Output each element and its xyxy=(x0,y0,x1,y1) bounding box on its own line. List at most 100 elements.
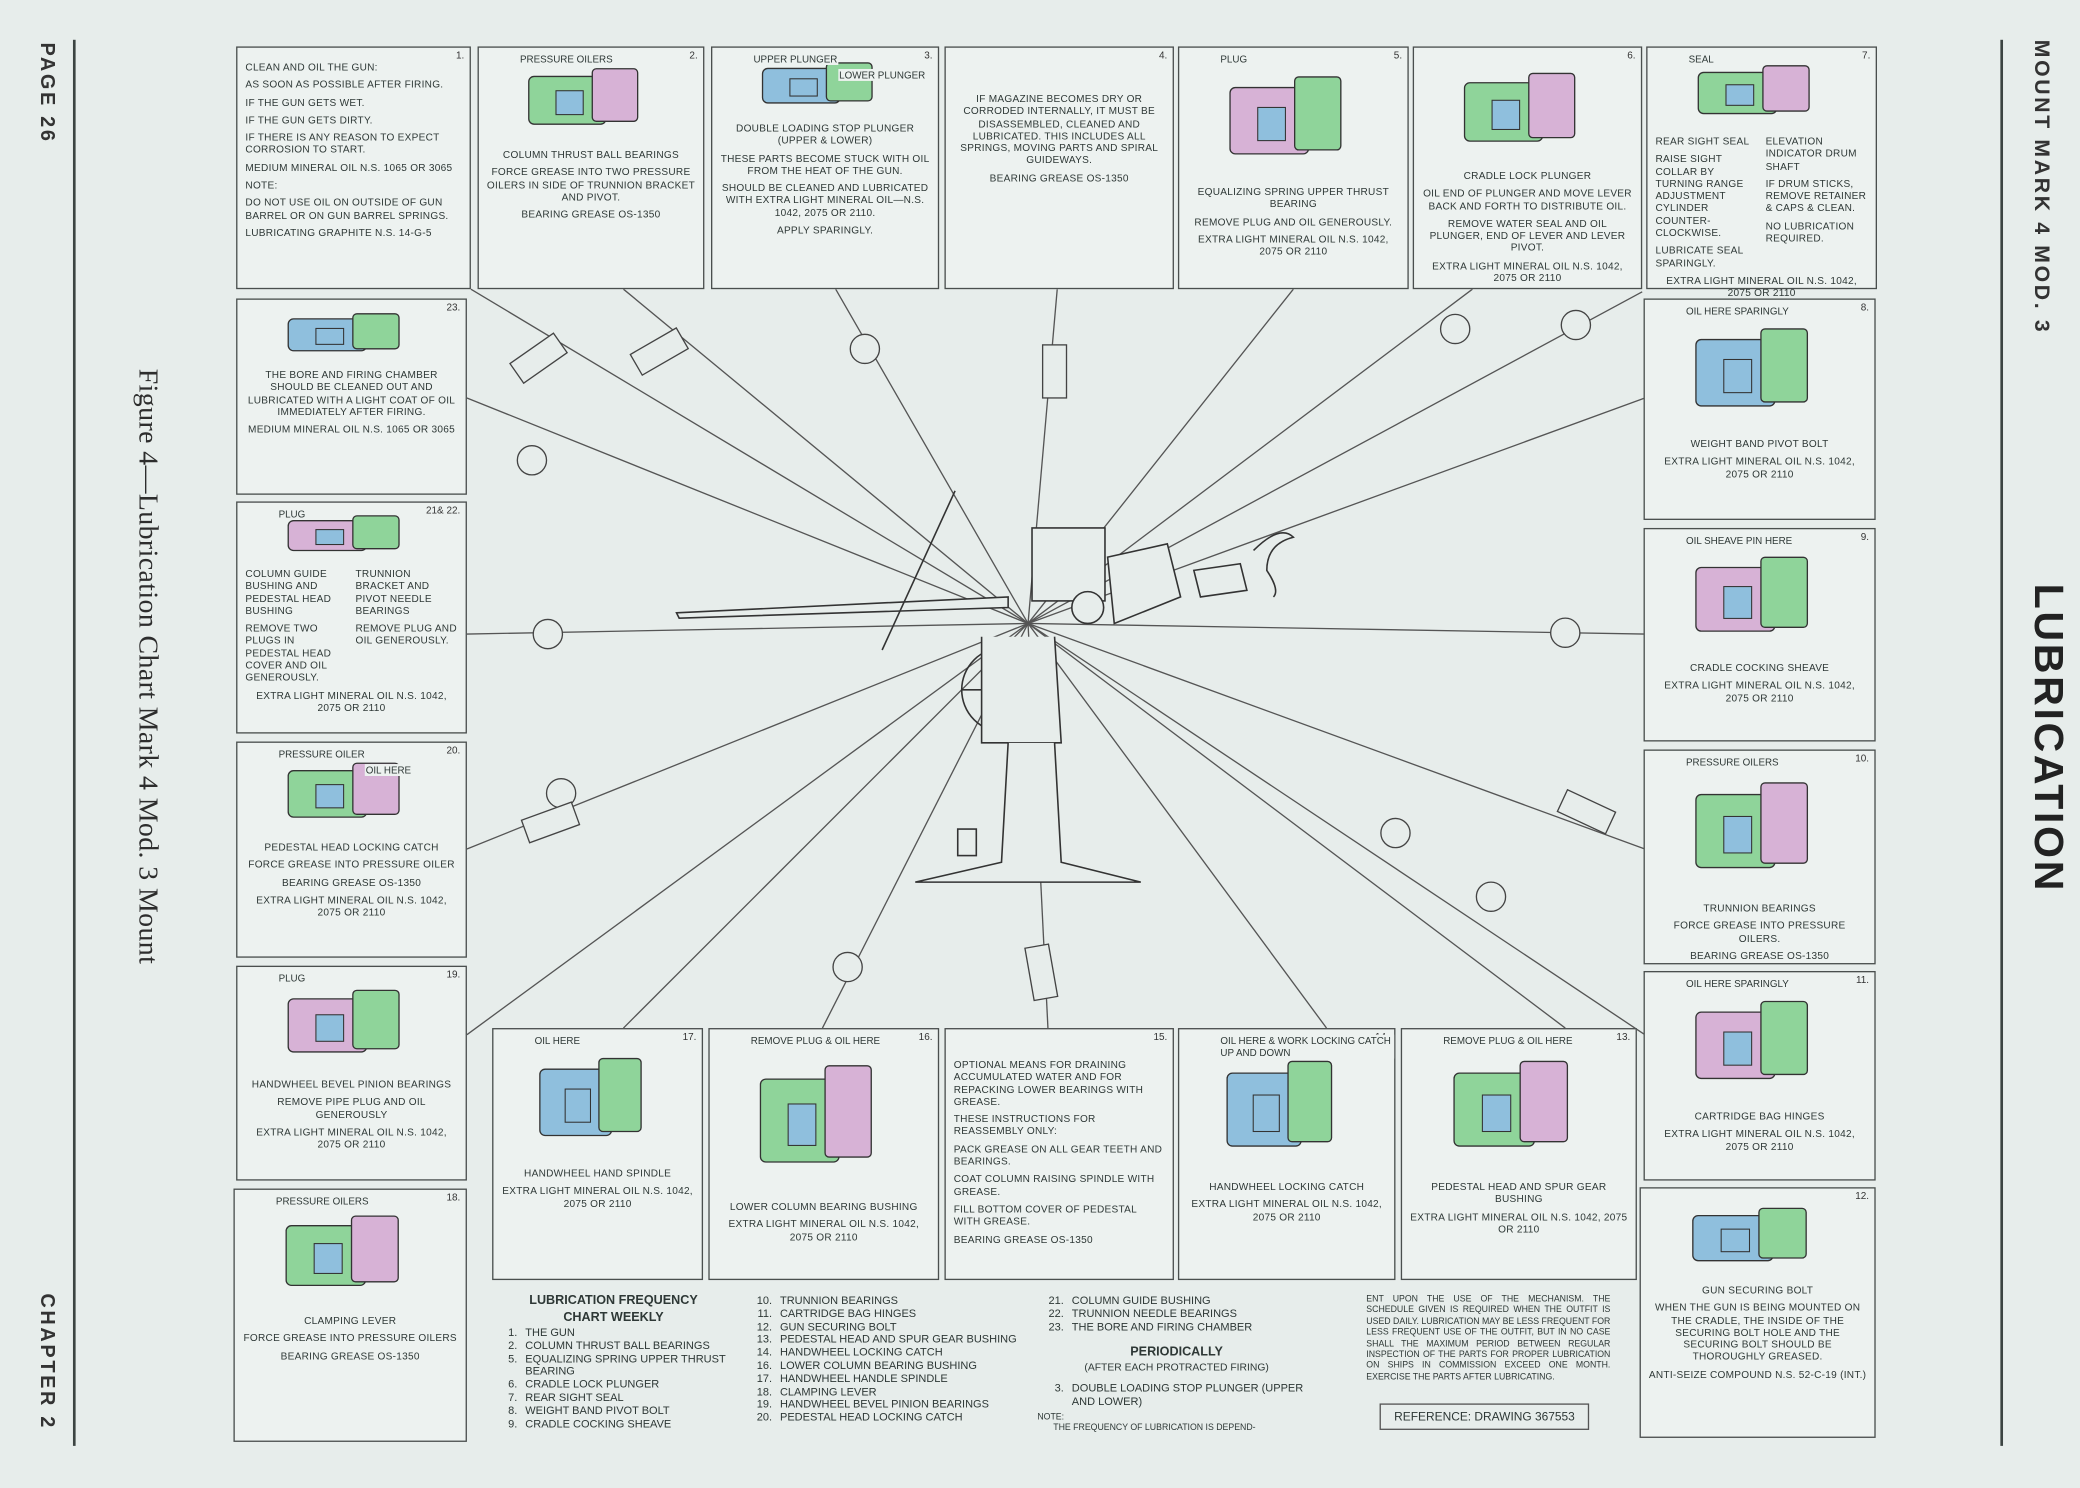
part-bearing xyxy=(315,529,345,546)
callout-label: OIL HERE SPARINGLY xyxy=(1684,977,1791,990)
panel-number: 21& 22. xyxy=(425,504,461,517)
item-text: CRADLE LOCK PLUNGER xyxy=(525,1377,660,1391)
part-component xyxy=(350,1215,399,1283)
part-bearing xyxy=(787,1103,817,1146)
callout-label: PRESSURE OILERS xyxy=(1684,756,1780,769)
trunnion-bracket xyxy=(980,636,1063,744)
item-number: 19. xyxy=(756,1397,773,1411)
reference-box xyxy=(1041,344,1068,399)
gun-breech xyxy=(1106,542,1182,625)
frequency-item: 6.CRADLE LOCK PLUNGER xyxy=(491,1377,736,1391)
part-illustration xyxy=(1695,328,1809,407)
panel-paragraph: REMOVE PLUG AND OIL GENEROUSLY. xyxy=(1194,215,1393,228)
part-bearing xyxy=(1252,1094,1280,1133)
panel-paragraph: EXTRA LIGHT MINERAL OIL N.S. 1042, 2075 … xyxy=(1432,259,1623,284)
part-bearing xyxy=(315,1014,345,1042)
pedestal-plate xyxy=(956,828,978,857)
item-text: PEDESTAL HEAD LOCKING CATCH xyxy=(779,1410,963,1424)
part-component xyxy=(1760,328,1809,403)
part-component xyxy=(1294,76,1342,151)
leader-line xyxy=(466,397,1029,625)
part-illustration xyxy=(1695,782,1809,869)
part-component xyxy=(1528,72,1576,139)
panel-paragraph: BEARING GREASE OS-1350 xyxy=(1690,949,1830,962)
panel-paragraph: FORCE GREASE INTO TWO PRESSURE OILERS IN… xyxy=(486,166,696,203)
panel-paragraph: FORCE GREASE INTO PRESSURE OILER xyxy=(248,858,455,871)
part-component xyxy=(352,313,400,350)
panel-paragraph: REAR SIGHT SEAL xyxy=(1655,135,1750,148)
part-component xyxy=(352,989,400,1050)
periodic-list: 3.DOUBLE LOADING STOP PLUNGER (UPPER AND… xyxy=(1037,1381,1316,1408)
panel-paragraph: COLUMN THRUST BALL BEARINGS xyxy=(502,148,679,161)
item-text: TRUNNION NEEDLE BEARINGS xyxy=(1071,1306,1237,1320)
panel-number: 19. xyxy=(446,968,461,981)
callout-label: OIL HERE xyxy=(533,1034,582,1047)
panel-number: 18. xyxy=(446,1191,461,1204)
panel-number: 12. xyxy=(1855,1189,1870,1202)
panel-number: 13. xyxy=(1616,1030,1631,1043)
part-component xyxy=(1760,782,1809,864)
note-text-continued: ENT UPON THE USE OF THE MECHANISM. THE S… xyxy=(1366,1294,1611,1383)
panel-text: THE BORE AND FIRING CHAMBER SHOULD BE CL… xyxy=(245,369,457,441)
part-illustration xyxy=(1692,1207,1807,1262)
panel-number: 4. xyxy=(1159,49,1168,62)
item-text: THE GUN xyxy=(525,1325,575,1339)
part-bearing xyxy=(1491,99,1521,130)
gun-barrel xyxy=(675,596,1009,619)
panel-paragraph: REMOVE TWO PLUGS IN PEDESTAL HEAD COVER … xyxy=(245,622,332,684)
panel-paragraph: PEDESTAL HEAD LOCKING CATCH xyxy=(264,841,439,853)
panel-paragraph: CLEAN AND OIL THE GUN: xyxy=(245,61,378,73)
part-component xyxy=(1762,65,1810,112)
cocking-sheave xyxy=(1071,590,1105,625)
panel-text: EQUALIZING SPRING UPPER THRUST BEARING RE… xyxy=(1187,186,1399,264)
item-text: WEIGHT BAND PIVOT BOLT xyxy=(525,1403,670,1417)
part-illustration xyxy=(1226,1060,1333,1147)
panel-paragraph: CRADLE COCKING SHEAVE xyxy=(1690,661,1830,674)
panel-number: 8. xyxy=(1860,301,1870,314)
panel-number: 17. xyxy=(682,1030,697,1043)
panel-number: 9. xyxy=(1860,530,1870,543)
panel-paragraph: EQUALIZING SPRING UPPER THRUST BEARING xyxy=(1197,185,1390,210)
panel-text-column: COLUMN GUIDE BUSHING AND PEDESTAL HEAD B… xyxy=(245,568,347,690)
item-number: 9. xyxy=(508,1416,518,1430)
part-illustration xyxy=(287,515,400,552)
panel-number: 11. xyxy=(1855,973,1870,986)
right-margin-rule xyxy=(2000,39,2004,1446)
part-component xyxy=(1760,1000,1809,1076)
reference-circle xyxy=(849,333,881,365)
item-number: 3. xyxy=(1054,1381,1064,1395)
frequency-item: 10.TRUNNION BEARINGS xyxy=(745,1294,1030,1308)
reference-circle xyxy=(1439,313,1471,345)
item-text: HANDWHEEL LOCKING CATCH xyxy=(779,1345,943,1359)
part-component xyxy=(352,515,400,550)
panel-paragraph: THESE INSTRUCTIONS FOR REASSEMBLY ONLY: xyxy=(953,1113,1096,1138)
part-illustration xyxy=(1695,556,1809,632)
item-text: LOWER COLUMN BEARING BUSHING xyxy=(779,1358,977,1372)
panel-paragraph: RAISE SIGHT COLLAR BY TURNING RANGE ADJU… xyxy=(1655,152,1744,239)
callout-label: OIL HERE SPARINGLY xyxy=(1684,305,1791,318)
note-label: NOTE: xyxy=(1037,1412,1065,1422)
part-illustration xyxy=(539,1057,642,1137)
part-component xyxy=(824,1065,872,1158)
part-bearing xyxy=(789,78,818,97)
leader-line xyxy=(1027,622,1646,850)
panel-text: DOUBLE LOADING STOP PLUNGER (UPPER & LOW… xyxy=(720,122,930,242)
panel-text-columns: COLUMN GUIDE BUSHING AND PEDESTAL HEAD B… xyxy=(245,568,457,690)
callout-label: PRESSURE OILERS xyxy=(518,53,614,65)
frequency-item: 12.GUN SECURING BOLT xyxy=(745,1320,1030,1334)
panel-text: CLEAN AND OIL THE GUN:AS SOON AS POSSIBL… xyxy=(245,61,461,244)
note-text-start: THE FREQUENCY OF LUBRICATION IS DEPEND- xyxy=(1053,1423,1256,1433)
part-bearing xyxy=(1257,106,1286,142)
panel-paragraph: EXTRA LIGHT MINERAL OIL N.S. 1042, 2075 … xyxy=(256,1126,447,1151)
panel-number: 16. xyxy=(918,1030,933,1043)
panel-paragraph: ANTI-SEIZE COMPOUND N.S. 52-C-19 (INT.) xyxy=(1648,1368,1867,1381)
callout-label: PRESSURE OILERS xyxy=(274,1195,370,1208)
